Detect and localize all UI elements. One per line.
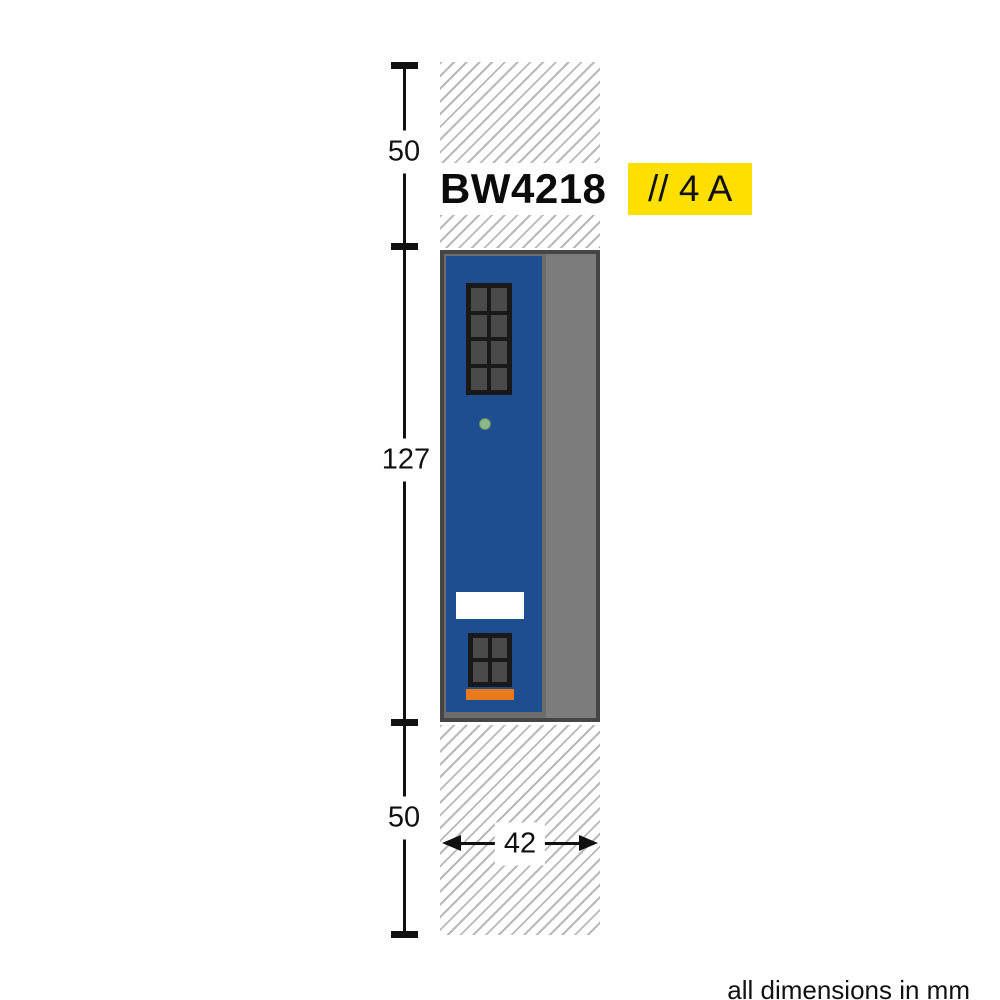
orange-clip: [466, 689, 514, 700]
status-led: [479, 418, 491, 430]
connector-pin: [471, 288, 487, 311]
connector-pin: [471, 314, 487, 337]
dim-label-top-clearance: 50: [378, 130, 430, 174]
connector-pin: [471, 367, 487, 390]
connector-pin: [491, 314, 507, 337]
connector-pin: [491, 367, 507, 390]
dim-arrow-right-icon: [579, 835, 598, 851]
connector-pin: [492, 638, 507, 658]
dimension-tick: [391, 719, 418, 726]
connector-pin: [473, 638, 488, 658]
dimension-tick: [391, 62, 418, 69]
dimension-tick: [391, 931, 418, 938]
model-number: BW4218: [436, 163, 617, 215]
dim-label-bottom-clearance: 50: [378, 796, 430, 840]
device-side-housing: [546, 254, 596, 718]
dim-arrow-left-icon: [442, 835, 461, 851]
connector-pin: [491, 288, 507, 311]
bottom-connector: [468, 633, 512, 687]
top-clearance-hatch: [440, 62, 600, 248]
vertical-dimension-line: [403, 65, 406, 935]
dim-label-device-width: 42: [494, 822, 546, 866]
front-panel: [446, 256, 542, 712]
current-rating-badge: // 4 A: [628, 163, 753, 215]
device-label-blank: [456, 592, 524, 619]
connector-pin: [492, 662, 507, 682]
connector-pin: [471, 341, 487, 364]
units-note: all dimensions in mm: [727, 975, 970, 1000]
connector-pin: [491, 341, 507, 364]
device-module: [440, 250, 600, 722]
connector-pin: [473, 662, 488, 682]
dim-label-device-height: 127: [372, 438, 440, 482]
top-connector: [466, 283, 512, 395]
dimension-tick: [391, 243, 418, 250]
